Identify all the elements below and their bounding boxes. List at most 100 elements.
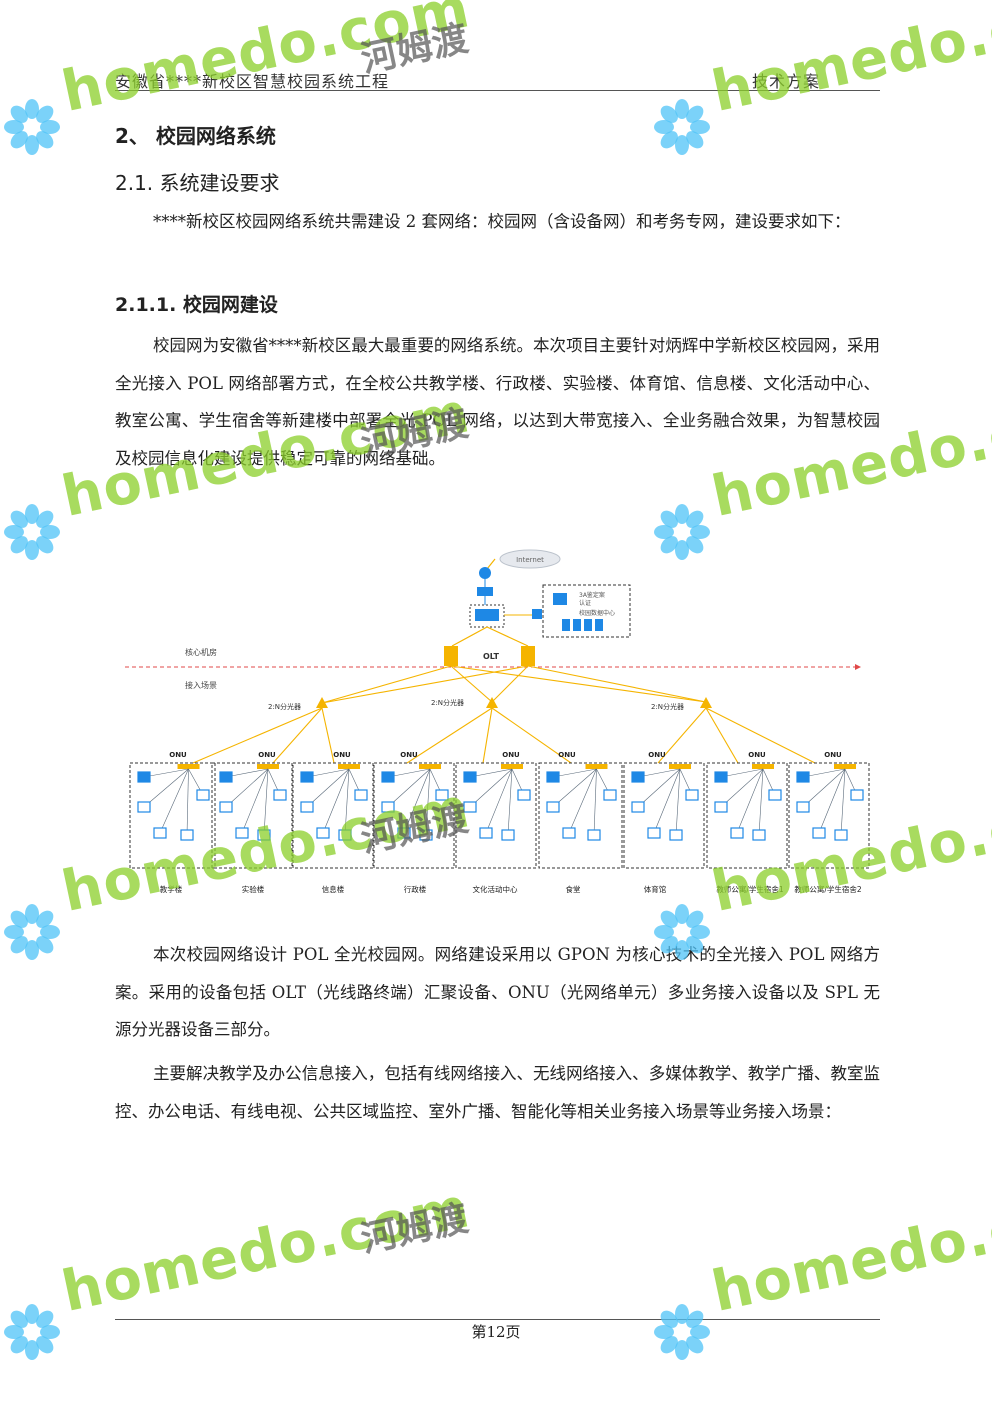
onu-device-icon [834, 764, 856, 769]
terminal-device-icon [196, 789, 210, 801]
header-project-title: 安徽省****新校区智慧校园系统工程 [115, 72, 390, 91]
onu-label: ONU [824, 751, 842, 759]
page-header: 安徽省****新校区智慧校园系统工程 技术方案 [115, 66, 880, 91]
building-label: 实验楼 [242, 884, 265, 894]
terminal-device-icon [768, 789, 782, 801]
wifi-ap-icon [714, 771, 728, 783]
wifi-ap-icon [137, 771, 151, 783]
router-icon [479, 567, 491, 579]
splitter-label-2: 2:N分光器 [431, 698, 464, 707]
terminal-device-icon [501, 829, 515, 841]
wifi-ap-icon [463, 771, 477, 783]
core-room-label: 核心机房 [185, 647, 217, 657]
building-box [455, 762, 537, 869]
wifi-ap-icon [219, 771, 233, 783]
watermark-flower-icon [0, 95, 66, 165]
auth-label-2: 认证 [579, 599, 591, 607]
building-box [129, 762, 216, 869]
terminal-device-icon [463, 801, 477, 813]
olt-label: OLT [483, 652, 500, 661]
section-heading-1: 2、 校园网络系统 [115, 124, 276, 148]
terminal-device-icon [219, 801, 233, 813]
terminal-device-icon [631, 801, 645, 813]
building-label: 教师公寓/学生宿舍1 [716, 884, 784, 894]
header-doc-type: 技术方案 [751, 72, 820, 91]
terminal-device-icon [235, 827, 249, 839]
terminal-device-icon [180, 829, 194, 841]
terminal-device-icon [587, 829, 601, 841]
olt-device-icon [444, 646, 458, 666]
watermark-text: homedo.com [56, 1175, 476, 1325]
building-box [538, 762, 623, 869]
onu-label: ONU [558, 751, 576, 759]
terminal-device-icon [546, 801, 560, 813]
onu-label: ONU [748, 751, 766, 759]
watermark-flower-icon [0, 900, 66, 970]
watermark-cn-text: 河姆渡 [357, 1198, 472, 1261]
onu-device-icon [257, 764, 279, 769]
terminal-device-icon [257, 829, 271, 841]
onu-label: ONU [400, 751, 418, 759]
terminal-device-icon [730, 827, 744, 839]
terminal-device-icon [273, 789, 287, 801]
access-scene-label: 接入场景 [185, 680, 217, 690]
building-box [373, 762, 455, 869]
splitter-icon [316, 697, 328, 708]
building-label: 信息楼 [322, 884, 345, 894]
onu-label: ONU [258, 751, 276, 759]
onu-device-icon [585, 764, 608, 769]
terminal-device-icon [834, 829, 848, 841]
terminal-device-icon [354, 789, 368, 801]
wifi-ap-icon [381, 771, 395, 783]
server-icon [553, 593, 567, 605]
watermark-text: homedo.com [706, 1175, 992, 1325]
terminal-device-icon [316, 827, 330, 839]
building-label: 行政楼 [404, 884, 427, 894]
firewall-icon [477, 587, 493, 596]
terminal-device-icon [714, 801, 728, 813]
terminal-device-icon [812, 827, 826, 839]
footer-divider [115, 1319, 880, 1320]
onu-device-icon [419, 764, 441, 769]
wifi-ap-icon [631, 771, 645, 783]
paragraph-access-scenarios: 主要解决教学及办公信息接入，包括有线网络接入、无线网络接入、多媒体教学、教学广播… [115, 1064, 880, 1121]
building-label: 文化活动中心 [473, 884, 518, 894]
paragraph-intro: ****新校区校园网络系统共需建设 2 套网络：校园网（含设备网）和考务专网，建… [153, 212, 851, 231]
onu-device-icon [177, 764, 200, 769]
wifi-ap-icon [300, 771, 314, 783]
core-switch-icon [475, 609, 499, 621]
terminal-device-icon [381, 801, 395, 813]
watermark-flower-icon [650, 95, 716, 165]
terminal-device-icon [752, 829, 766, 841]
building-label: 食堂 [566, 884, 581, 894]
terminal-device-icon [153, 827, 167, 839]
watermark-flower-icon [0, 500, 66, 570]
building-label: 教学楼 [160, 884, 183, 894]
terminal-device-icon [338, 829, 352, 841]
onu-device-icon [501, 764, 523, 769]
terminal-device-icon [647, 827, 661, 839]
wifi-ap-icon [796, 771, 810, 783]
terminal-device-icon [300, 801, 314, 813]
terminal-device-icon [419, 829, 433, 841]
building-box [211, 762, 293, 869]
datacenter-box [542, 584, 631, 638]
building-box [292, 762, 374, 869]
terminal-device-icon [435, 789, 449, 801]
building-box [788, 762, 870, 869]
section-heading-3: 2.1.1. 校园网建设 [115, 294, 278, 316]
terminal-device-icon [562, 827, 576, 839]
internet-label: Internet [516, 556, 544, 564]
terminal-device-icon [603, 789, 617, 801]
terminal-device-icon [479, 827, 493, 839]
building-box [623, 762, 705, 869]
onu-device-icon [669, 764, 691, 769]
building-label: 体育馆 [644, 884, 667, 894]
terminal-device-icon [517, 789, 531, 801]
terminal-device-icon [137, 801, 151, 813]
paragraph-campus-network: 校园网为安徽省****新校区最大最重要的网络系统。本次项目主要针对炳辉中学新校区… [115, 336, 880, 468]
building-box [706, 762, 788, 869]
onu-label: ONU [648, 751, 666, 759]
terminal-device-icon [685, 789, 699, 801]
paragraph-pol-design: 本次校园网络设计 POL 全光校园网。网络建设采用以 GPON 为核心技术的全光… [115, 945, 880, 1039]
